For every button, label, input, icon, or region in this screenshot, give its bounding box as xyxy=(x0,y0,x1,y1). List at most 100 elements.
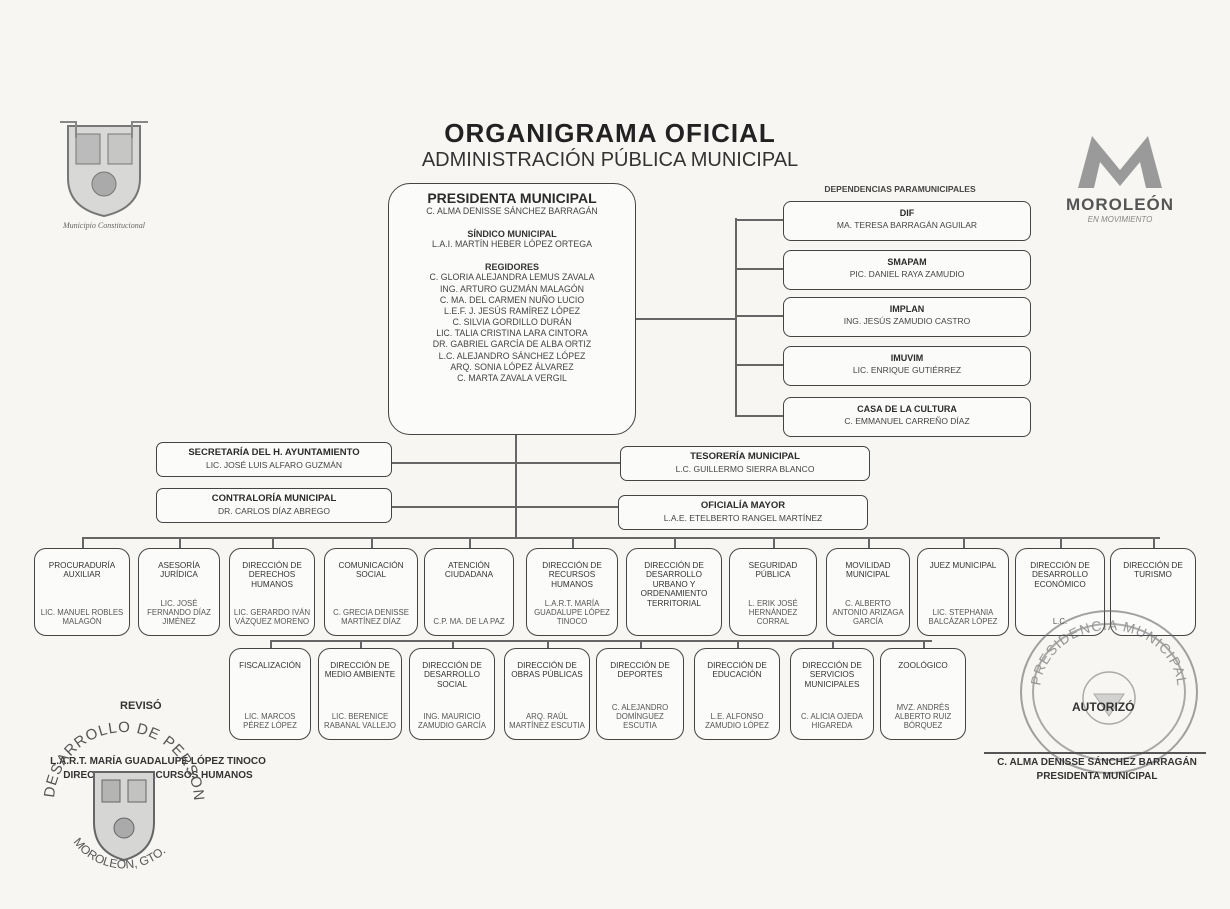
regidor-name: C. MA. DEL CARMEN NUÑO LUCIO xyxy=(439,294,585,305)
presidency-box: PRESIDENTA MUNICIPAL C. ALMA DENISSE SÁN… xyxy=(388,183,636,435)
regidor-name: ING. ARTURO GUZMÁN MALAGÓN xyxy=(439,283,585,294)
connector xyxy=(270,640,272,648)
directorate-title-wrap: DIRECCIÓN DE SERVICIOS MUNICIPALES xyxy=(794,657,870,689)
directorate-title: DIRECCIÓN DE TURISMO xyxy=(1123,561,1183,580)
reviso-name: L.A.R.T. MARÍA GUADALUPE LÓPEZ TINOCO xyxy=(50,756,266,767)
directorate-name-wrap: ING. MAURICIO ZAMUDIO GARCÍA xyxy=(413,712,491,731)
directorate-title: ATENCIÓN CIUDADANA xyxy=(444,561,494,580)
regidor-name: ARQ. SONIA LÓPEZ ÁLVAREZ xyxy=(450,361,574,372)
brand-tagline: EN MOVIMIENTO xyxy=(1087,215,1153,224)
directorate-box: DIRECCIÓN DE DESARROLLO SOCIAL ING. MAURI… xyxy=(409,648,495,740)
chart-title: ORGANIGRAMA OFICIAL xyxy=(444,118,776,148)
autorizo-name: C. ALMA DENISSE SÁNCHEZ BARRAGÁN xyxy=(997,757,1197,768)
connector xyxy=(572,537,574,548)
paramunicipal-name: MA. TERESA BARRAGÁN AGUILAR xyxy=(836,220,978,230)
directorate-title-wrap: DIRECCIÓN DE DERECHOS HUMANOS xyxy=(233,557,311,589)
paramunicipal-name: LIC. ENRIQUE GUTIÉRREZ xyxy=(852,365,962,375)
directorate-head-name: ING. MAURICIO ZAMUDIO GARCÍA xyxy=(417,712,486,731)
moroleon-logo: MOROLEÓN EN MOVIMIENTO xyxy=(1060,128,1180,224)
connector xyxy=(737,640,739,648)
contraloria-title: CONTRALORÍA MUNICIPAL xyxy=(211,493,337,504)
directorate-title: MOVILIDAD MUNICIPAL xyxy=(845,561,891,580)
directorate-title: DIRECCIÓN DE EDUCACIÓN xyxy=(707,661,767,680)
directorate-head-name: L.E. ALFONSO ZAMUDIO LÓPEZ xyxy=(705,712,769,731)
directorate-title-wrap: SEGURIDAD PÚBLICA xyxy=(733,557,813,580)
directorate-title: DIRECCIÓN DE DESARROLLO ECONÓMICO xyxy=(1030,561,1090,589)
directorate-title: SEGURIDAD PÚBLICA xyxy=(748,561,798,580)
connector xyxy=(270,640,932,642)
directorate-head-name: C. ALICIA OJEDA HIGAREDA xyxy=(801,712,863,731)
regidor-name: L.C. ALEJANDRO SÁNCHEZ LÓPEZ xyxy=(438,350,586,361)
connector xyxy=(371,537,373,548)
connector xyxy=(392,506,618,508)
directorate-name-wrap: LIC. STEPHANIA BALCÁZAR LÓPEZ xyxy=(921,608,1005,627)
logo-caption: Municipio Constitucional xyxy=(63,221,145,230)
directorate-box: DIRECCIÓN DE SERVICIOS MUNICIPALES C. ALI… xyxy=(790,648,874,740)
m-brand-icon xyxy=(1078,136,1162,188)
connector xyxy=(179,537,181,548)
directorate-title-wrap: MOVILIDAD MUNICIPAL xyxy=(830,557,906,580)
directorate-box: DIRECCIÓN DE DEPORTES C. ALEJANDRO DOMÍNG… xyxy=(596,648,684,740)
directorate-name-wrap: MVZ. ANDRÉS ALBERTO RUIZ BÓRQUEZ xyxy=(884,703,962,731)
reviso-role: DIRECTORA DE RECURSOS HUMANOS xyxy=(63,770,253,781)
directorate-box: FISCALIZACIÓN LIC. MARCOS PÉREZ LÓPEZ xyxy=(229,648,311,740)
connector xyxy=(392,462,620,464)
directorate-head-name: C. ALEJANDRO DOMÍNGUEZ ESCUTIA xyxy=(611,703,669,731)
regidor-name: C. MARTA ZAVALA VERGIL xyxy=(457,372,567,383)
connector xyxy=(515,435,517,537)
coat-of-arms-logo: Municipio Constitucional xyxy=(56,118,152,230)
connector xyxy=(1153,537,1155,548)
directorate-title-wrap: DIRECCIÓN DE DESARROLLO SOCIAL xyxy=(413,657,491,689)
directorate-box: DIRECCIÓN DE DESARROLLO ECONÓMICO L.C. xyxy=(1015,548,1105,636)
directorate-head-name: L. ERIK JOSÉ HERNÁNDEZ CORRAL xyxy=(748,599,798,627)
svg-text:PRESIDENCIA MUNICIPAL: PRESIDENCIA MUNICIPAL xyxy=(1027,617,1190,687)
directorate-title: PROCURADURÍA AUXILIAR xyxy=(48,561,116,580)
connector xyxy=(674,537,676,548)
connector xyxy=(640,640,642,648)
connector xyxy=(636,318,736,320)
connector xyxy=(832,640,834,648)
paramunicipal-title: SMAPAM xyxy=(887,257,927,267)
directorate-title: FISCALIZACIÓN xyxy=(239,661,301,670)
directorate-title-wrap: FISCALIZACIÓN xyxy=(233,657,307,670)
connector xyxy=(547,640,549,648)
connector xyxy=(469,537,471,548)
connector xyxy=(82,537,84,548)
connector xyxy=(82,537,1160,539)
tesoreria-name: L.C. GUILLERMO SIERRA BLANCO xyxy=(675,464,815,474)
directorate-box: SEGURIDAD PÚBLICA L. ERIK JOSÉ HERNÁNDEZ … xyxy=(729,548,817,636)
directorate-head-name: L.C. xyxy=(1052,617,1068,627)
directorate-title: DIRECCIÓN DE DEPORTES xyxy=(610,661,670,680)
directorate-title-wrap: JUEZ MUNICIPAL xyxy=(921,557,1005,570)
directorate-title-wrap: DIRECCIÓN DE EDUCACIÓN xyxy=(698,657,776,680)
directorate-title-wrap: PROCURADURÍA AUXILIAR xyxy=(38,557,126,580)
connector xyxy=(735,415,783,417)
oficialia-box: OFICIALÍA MAYOR L.A.E. ETELBERTO RANGEL … xyxy=(618,495,868,530)
directorate-title: DIRECCIÓN DE SERVICIOS MUNICIPALES xyxy=(802,661,862,689)
directorate-head-name: LIC. MARCOS PÉREZ LÓPEZ xyxy=(243,712,297,731)
oficialia-title: OFICIALÍA MAYOR xyxy=(700,500,786,511)
directorate-title-wrap: ZOOLÓGICO xyxy=(884,657,962,670)
secretaria-name: LIC. JOSÉ LUIS ALFARO GUZMÁN xyxy=(205,460,343,470)
paramunicipal-heading: DEPENDENCIAS PARAMUNICIPALES xyxy=(824,184,976,194)
paramunicipal-name: PIC. DANIEL RAYA ZAMUDIO xyxy=(849,269,965,279)
contraloria-box: CONTRALORÍA MUNICIPAL DR. CARLOS DÍAZ AB… xyxy=(156,488,392,523)
connector xyxy=(735,219,783,221)
directorate-name-wrap: C. ALBERTO ANTONIO ARIZAGA GARCÍA xyxy=(830,599,906,627)
brand-name: MOROLEÓN xyxy=(1065,195,1175,214)
paramunicipal-box: SMAPAM PIC. DANIEL RAYA ZAMUDIO xyxy=(783,250,1031,290)
directorate-title-wrap: ASESORÍA JURÍDICA xyxy=(142,557,216,580)
directorate-title: DIRECCIÓN DE MEDIO AMBIENTE xyxy=(324,661,396,680)
directorate-title-wrap: DIRECCIÓN DE RECURSOS HUMANOS xyxy=(530,557,614,589)
sindico-name: L.A.I. MARTÍN HEBER LÓPEZ ORTEGA xyxy=(431,239,592,250)
presidency-stamp: PRESIDENCIA MUNICIPAL xyxy=(1020,610,1198,774)
paramunicipal-name: C. EMMANUEL CARREÑO DÍAZ xyxy=(844,416,970,426)
